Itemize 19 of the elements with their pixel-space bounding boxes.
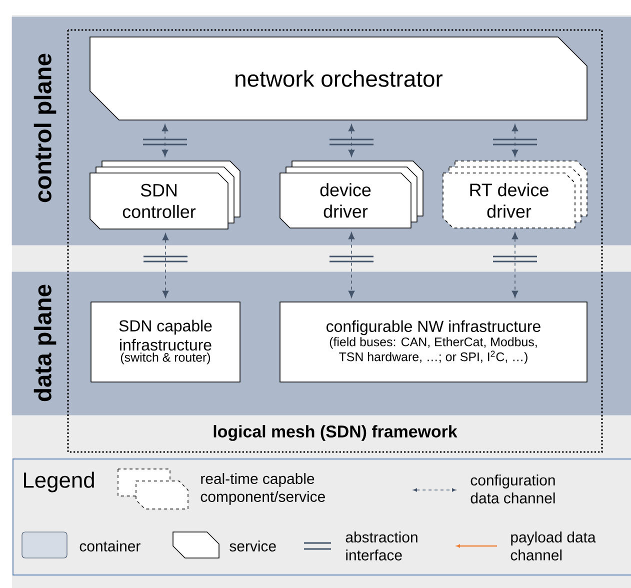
arrow	[162, 233, 169, 298]
legend-text: real-time capable component/service	[200, 473, 325, 505]
legend-text: service	[230, 540, 276, 552]
service-stack: device driver	[280, 160, 424, 228]
arrow	[512, 232, 518, 298]
service-box: network orchestrator	[90, 36, 588, 120]
infrastructure-box: configurable NW infrastructure (field buses: CAN, EtherCat, Modbus, TSN hardware, …; or SPI, I$^{2}$C, …)	[280, 302, 588, 382]
legend-text: configuration data channel	[470, 474, 555, 504]
legend-title: Legend	[24, 472, 94, 492]
arrow	[162, 124, 168, 157]
arrow	[512, 124, 518, 157]
legend-text: container	[80, 540, 140, 552]
arrow	[348, 124, 355, 157]
service-stack: SDN controller	[90, 160, 240, 230]
service-stack: RT device driver	[442, 160, 588, 228]
arrow	[348, 232, 355, 298]
legend-text: payload data channel	[510, 532, 596, 560]
legend-text: abstraction interface	[346, 532, 418, 560]
infrastructure-box: SDN capable infrastructure (switch & router)	[90, 302, 240, 382]
